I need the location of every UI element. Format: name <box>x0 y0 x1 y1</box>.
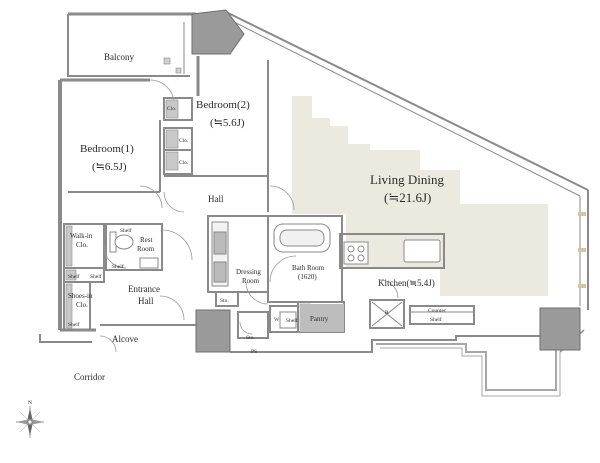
shelf-label-3: Shelf <box>68 273 80 280</box>
clo-label-3: Clo. <box>179 160 189 166</box>
column-top <box>191 9 245 55</box>
living-size: (≒21.6J) <box>384 190 431 205</box>
washer <box>279 311 297 329</box>
dressing-line2: Room <box>242 277 260 285</box>
columns <box>191 9 581 353</box>
entrance-line1: Entrance <box>128 284 160 294</box>
clo-label-1: Clo. <box>167 106 177 112</box>
small-labels: Clo. Clo. Clo. Shelf Shelf Shelf Shelf S… <box>68 106 442 355</box>
alcove-label: Alcove <box>112 334 138 344</box>
bedroom2-size: (≒5.6J) <box>210 117 245 129</box>
entrance-line2: Hall <box>138 296 154 306</box>
corridor-label: Corridor <box>74 372 105 382</box>
shelf-label-7: Shelf <box>430 316 442 323</box>
shelf-label-4: Shelf <box>90 273 102 280</box>
compass-north: N <box>28 400 32 406</box>
ps-label: PS <box>251 349 257 355</box>
bedroom2-name: Bedroom(2) <box>196 99 250 111</box>
door-swings <box>99 79 399 353</box>
balcony-label: Balcony <box>104 52 134 62</box>
w-label: W <box>274 317 280 323</box>
clo-label-2: Clo. <box>179 138 189 144</box>
shelf-label-2: Shelf <box>112 263 124 270</box>
shelf-label-1: Shelf <box>120 227 132 234</box>
pantry-area <box>300 304 344 332</box>
bath-line1: Bath Room <box>292 264 325 272</box>
shoes-line2: Clo. <box>76 301 88 309</box>
counter-label: Counter <box>428 308 446 314</box>
rest-line1: Rest <box>140 236 153 244</box>
column-bottom-right <box>539 307 581 351</box>
stove <box>343 241 369 265</box>
dressing-line1: Dressing <box>236 268 261 276</box>
walkin-line2: Clo. <box>76 241 88 249</box>
window-marks <box>578 212 586 288</box>
walkin-line1: Walk-in <box>70 232 93 240</box>
r-label: R <box>385 310 389 316</box>
balcony-posts <box>163 57 182 74</box>
shelf-label-6: Shelf <box>286 317 298 324</box>
toilet <box>114 234 134 250</box>
room-labels: Balcony Bedroom(2) (≒5.6J) Bedroom(1) (≒… <box>68 52 446 382</box>
living-name: Living Dining <box>370 172 445 187</box>
pantry-label: Pantry <box>310 315 329 323</box>
hall-label: Hall <box>208 194 224 204</box>
fixtures <box>109 221 441 329</box>
shoes-line1: Shoes-in <box>68 292 93 300</box>
kitchen-sink <box>403 239 441 263</box>
compass-rose: N <box>16 400 44 438</box>
sto-label-1: Sto. <box>220 298 229 304</box>
column-bottom-mid <box>195 309 231 353</box>
bedroom1-name: Bedroom(1) <box>80 143 134 155</box>
kitchen-label: Kitchen(≒5.4J) <box>378 278 435 288</box>
bedroom1-size: (≒6.5J) <box>92 161 127 173</box>
bath-line2: (1620) <box>298 273 317 281</box>
rest-line2: Room <box>137 245 155 253</box>
shelf-label-5: Shelf <box>68 321 80 328</box>
sto-label-2: Sto. <box>246 335 255 341</box>
